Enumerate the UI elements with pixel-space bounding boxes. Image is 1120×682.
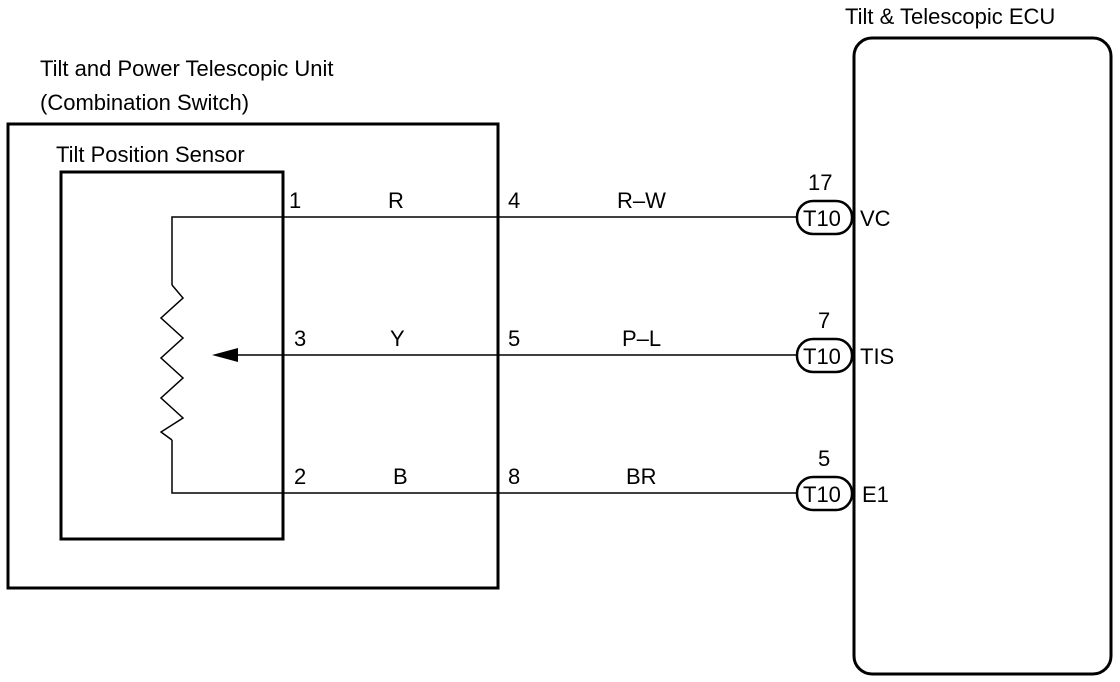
- sensor-pin-1: 1: [289, 188, 301, 213]
- wiper-arrow-icon: [212, 348, 238, 362]
- unit-pin-4: 4: [508, 188, 520, 213]
- ecu-title: Tilt & Telescopic ECU: [845, 4, 1055, 29]
- combination-switch-box: [6, 122, 500, 590]
- connector-t10-vc: [795, 199, 854, 236]
- unit-title-line1: Tilt and Power Telescopic Unit: [40, 56, 333, 81]
- wire-color-rw: R–W: [617, 188, 666, 213]
- terminal-vc: VC: [860, 206, 891, 231]
- wire-color-r: R: [388, 188, 404, 213]
- wire-color-br: BR: [626, 464, 657, 489]
- wire-color-pl: P–L: [622, 326, 661, 351]
- ecu-box: [852, 36, 1113, 676]
- wire-color-b: B: [393, 464, 408, 489]
- sensor-title: Tilt Position Sensor: [56, 142, 245, 167]
- terminal-tis: TIS: [860, 344, 894, 369]
- connector-t10-e1: [795, 475, 854, 512]
- resistor-zigzag: [159, 284, 185, 441]
- unit-pin-8: 8: [508, 464, 520, 489]
- connector-label-tis: T10: [803, 344, 841, 369]
- sensor-pin-3: 3: [294, 326, 306, 351]
- resistor-bottom-lead: [171, 440, 283, 494]
- connector-t10-tis: [795, 337, 854, 374]
- ecu-pin-7: 7: [818, 308, 830, 333]
- wire-color-y: Y: [390, 326, 405, 351]
- ecu-pin-5: 5: [818, 446, 830, 471]
- resistor-top-lead: [171, 216, 283, 285]
- terminal-e1: E1: [862, 482, 889, 507]
- unit-pin-5: 5: [508, 326, 520, 351]
- ecu-pin-17: 17: [808, 170, 832, 195]
- connector-label-vc: T10: [803, 206, 841, 231]
- connector-label-e1: T10: [803, 482, 841, 507]
- unit-title-line2: (Combination Switch): [40, 90, 249, 115]
- sensor-pin-2: 2: [294, 464, 306, 489]
